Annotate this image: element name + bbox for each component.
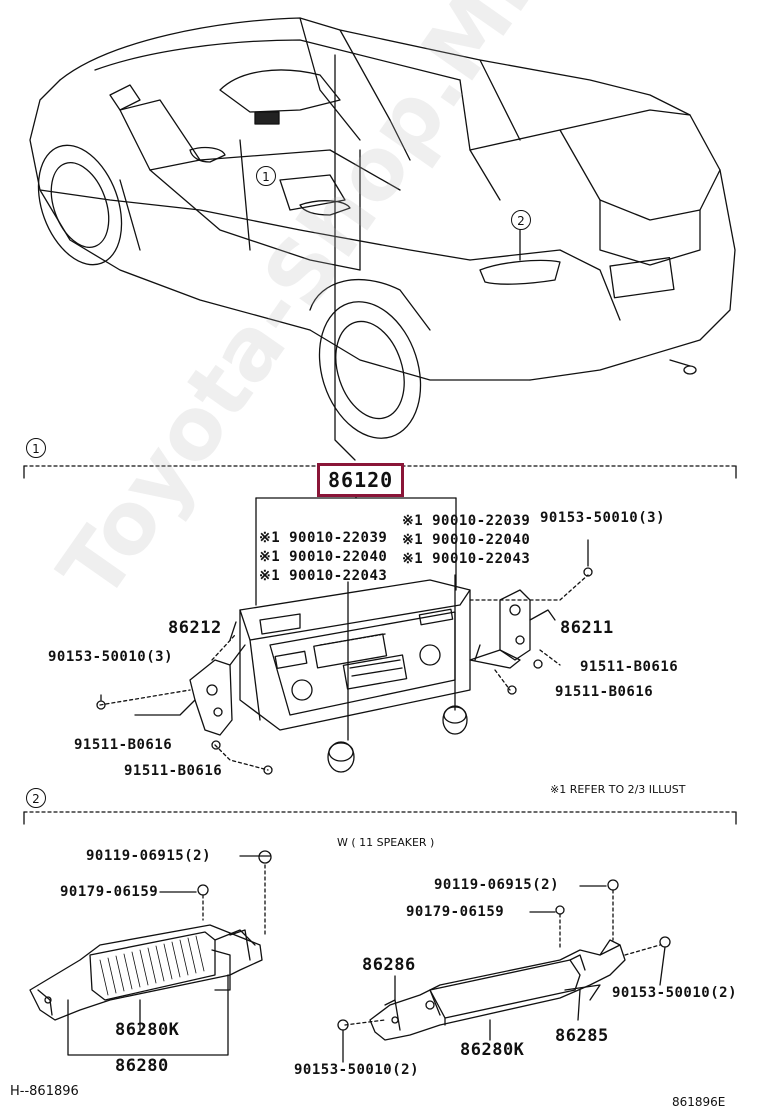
label-knob-left-3[interactable]: ※1 90010-22043: [259, 568, 388, 584]
bracket-86212: [96, 621, 273, 775]
label-right-bolt-2[interactable]: 90153-50010(2): [612, 985, 738, 1001]
label-86286[interactable]: 86286: [362, 955, 416, 975]
section2-frame: [23, 811, 737, 825]
label-bolt-right[interactable]: 90153-50010(3): [540, 510, 666, 526]
car-callout-2: 2: [511, 210, 531, 230]
section-1-marker: 1: [26, 438, 46, 458]
label-screw-left-1[interactable]: 91511-B0616: [74, 737, 173, 753]
label-knob-left-1[interactable]: ※1 90010-22039: [259, 530, 388, 546]
label-86212[interactable]: 86212: [168, 618, 222, 638]
label-right-bolt[interactable]: 90119-06915(2): [434, 877, 560, 893]
label-knob-left-2[interactable]: ※1 90010-22040: [259, 549, 388, 565]
label-86285[interactable]: 86285: [555, 1026, 609, 1046]
label-knob-right-3[interactable]: ※1 90010-22043: [402, 551, 531, 567]
label-right-nut[interactable]: 90179-06159: [406, 904, 505, 920]
footer-left-code: H--861896: [10, 1084, 79, 1099]
car-callout-1: 1: [256, 166, 276, 186]
label-screw-right-1[interactable]: 91511-B0616: [580, 659, 679, 675]
label-left-nut[interactable]: 90179-06159: [60, 884, 159, 900]
label-bottom-bolt[interactable]: 90153-50010(2): [294, 1062, 420, 1078]
highlighted-part-number[interactable]: 86120: [317, 463, 405, 497]
label-left-bolt[interactable]: 90119-06915(2): [86, 848, 212, 864]
head-unit: [239, 579, 471, 773]
vehicle-illustration: [29, 17, 736, 439]
label-86211[interactable]: 86211: [560, 618, 614, 638]
label-screw-right-2[interactable]: 91511-B0616: [555, 684, 654, 700]
amplifier-left: [29, 850, 272, 1056]
section1-frame: [23, 54, 737, 741]
note-refer-illust: ※1 REFER TO 2/3 ILLUST: [550, 783, 686, 796]
label-knob-right-1[interactable]: ※1 90010-22039: [402, 513, 531, 529]
amplifier-right: [337, 879, 671, 1063]
label-knob-right-2[interactable]: ※1 90010-22040: [402, 532, 531, 548]
label-bolt-left[interactable]: 90153-50010(3): [48, 649, 174, 665]
label-left-amp[interactable]: 86280: [115, 1056, 169, 1076]
section-2-marker: 2: [26, 788, 46, 808]
bracket-86211: [469, 539, 593, 695]
note-speaker: W ( 11 SPEAKER ): [337, 836, 435, 849]
footer-right-code: 861896E: [672, 1095, 726, 1109]
label-screw-left-2[interactable]: 91511-B0616: [124, 763, 223, 779]
label-left-amp-k[interactable]: 86280K: [115, 1020, 180, 1040]
label-right-amp-k[interactable]: 86280K: [460, 1040, 525, 1060]
